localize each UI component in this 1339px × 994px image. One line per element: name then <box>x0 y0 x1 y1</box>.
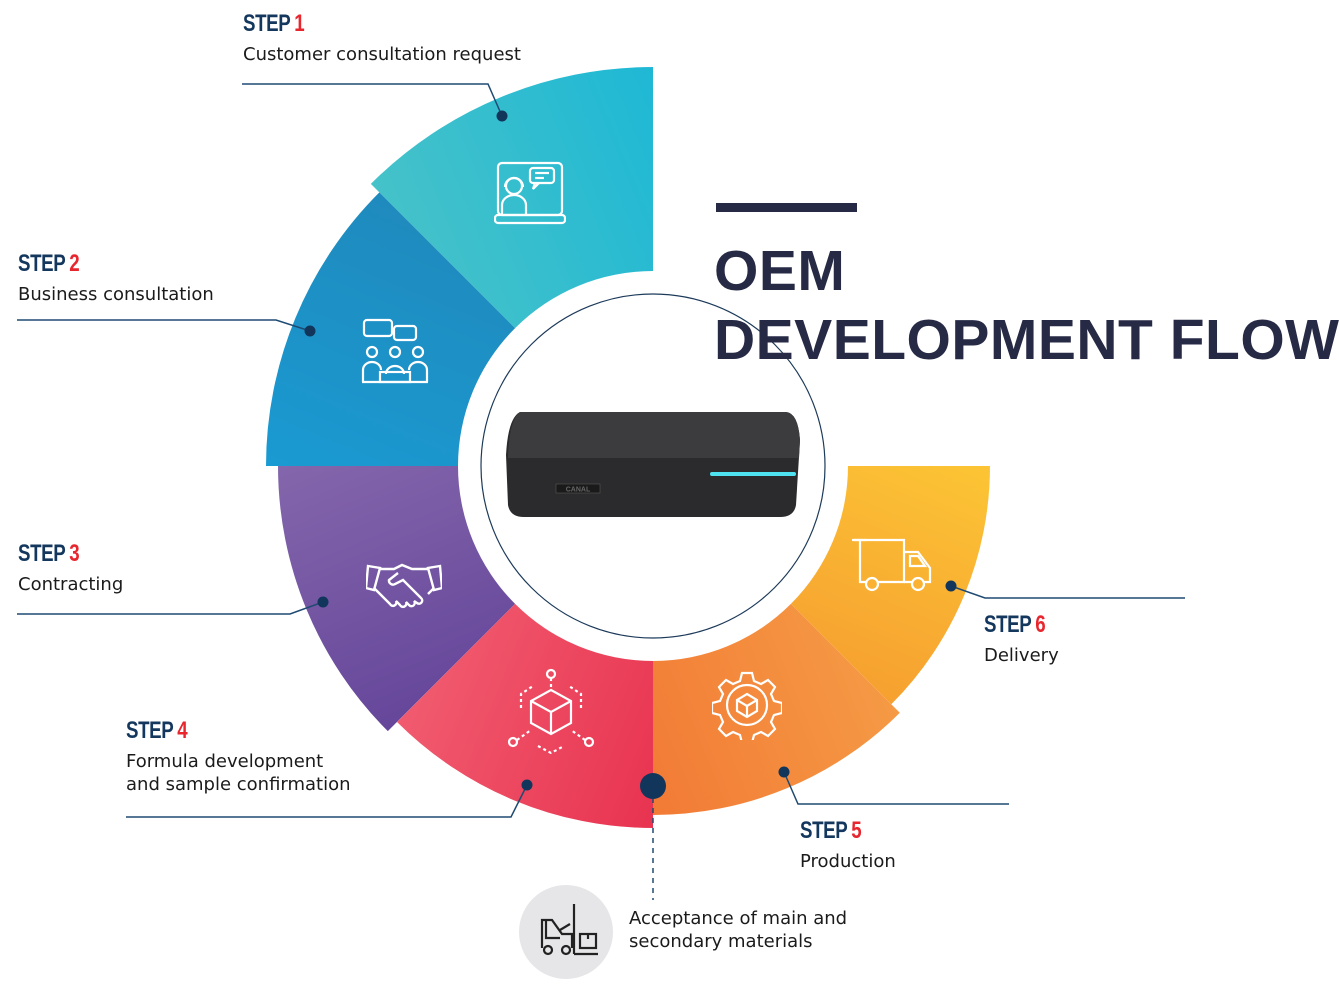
delivery-truck-icon <box>852 538 932 592</box>
inner-ring-outline <box>480 293 826 639</box>
step-description: Delivery <box>984 645 1059 666</box>
step-4-segment <box>397 603 653 828</box>
step-5-segment <box>653 603 900 815</box>
step-2-segment <box>266 192 516 466</box>
video-call-support-icon <box>494 161 566 225</box>
step4-leader-line <box>126 784 528 818</box>
step-number: 3 <box>69 540 80 567</box>
set-top-box-image: CANAL <box>506 412 800 517</box>
title-line-2: DEVELOPMENT FLOW <box>714 308 1339 372</box>
group-discussion-icon <box>361 318 429 384</box>
title-accent-bar <box>716 203 857 212</box>
step-number: 1 <box>294 10 305 37</box>
step3-dot <box>317 596 329 608</box>
step2-dot <box>304 325 316 337</box>
acceptance-label: Acceptance of main and secondary materia… <box>629 907 847 953</box>
gear-box-icon <box>712 671 782 740</box>
step-word: STEP <box>800 817 848 844</box>
step-description: Contracting <box>18 574 124 595</box>
step-word: STEP <box>126 717 174 744</box>
handshake-icon <box>366 563 442 608</box>
step5-dot <box>778 766 790 778</box>
forklift-icon <box>540 904 598 956</box>
step-description-line-2: and sample confirmation <box>126 774 351 795</box>
step-number: 6 <box>1035 611 1046 638</box>
step-description: Customer consultation request <box>243 44 521 65</box>
3d-cube-design-icon <box>507 668 595 754</box>
title-line-1: OEM <box>714 239 846 303</box>
step-1-segment <box>370 67 653 329</box>
step-6-segment <box>790 466 990 705</box>
step-word: STEP <box>18 250 66 277</box>
svg-text:CANAL: CANAL <box>566 487 591 494</box>
forklift-icon-background <box>519 885 613 979</box>
step6-leader-line <box>950 585 1185 599</box>
step6-dot <box>945 580 957 592</box>
step1-leader-line <box>242 83 503 117</box>
step-word: STEP <box>243 10 291 37</box>
step-description: Business consultation <box>18 284 214 305</box>
step-description: Production <box>800 851 896 872</box>
step-word: STEP <box>984 611 1032 638</box>
acceptance-dot <box>640 773 666 799</box>
step-number: 2 <box>69 250 80 277</box>
step-number: 5 <box>851 817 862 844</box>
step-description-line-1: Formula development <box>126 751 324 772</box>
step4-dot <box>521 779 533 791</box>
acceptance-line-2: secondary materials <box>629 931 813 952</box>
step3-leader-line <box>17 601 324 615</box>
step-word: STEP <box>18 540 66 567</box>
step5-leader-line <box>783 771 1009 805</box>
step-3-segment <box>278 466 516 732</box>
step-number: 4 <box>177 717 188 744</box>
step1-dot <box>496 110 508 122</box>
step2-leader-line <box>17 319 311 332</box>
acceptance-line-1: Acceptance of main and <box>629 908 848 929</box>
